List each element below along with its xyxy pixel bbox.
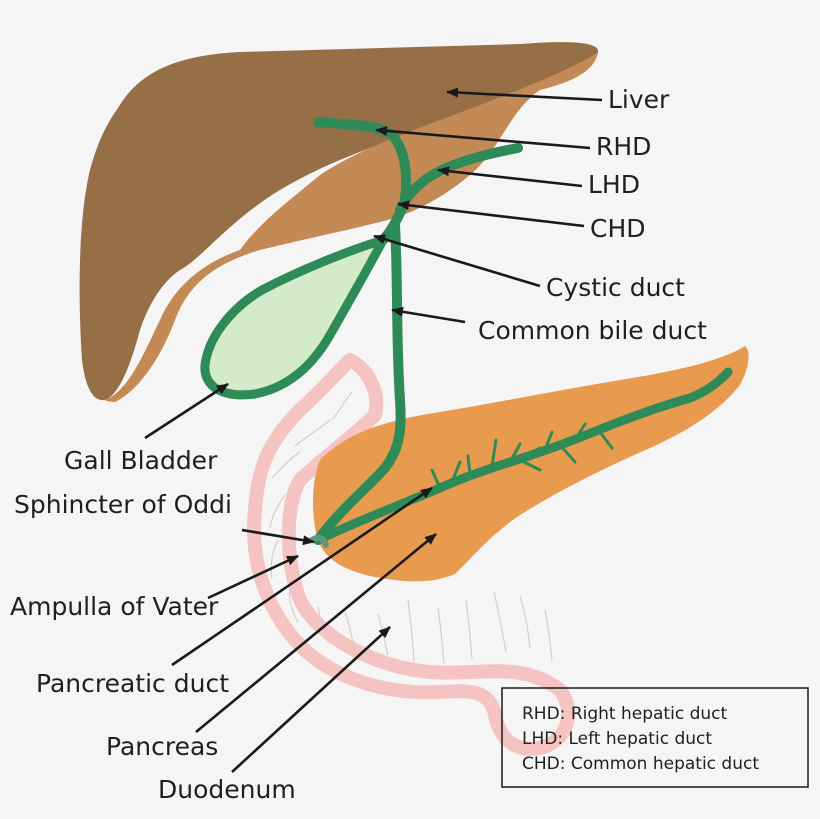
arrow-sphincter (241, 528, 315, 546)
label-common-bile-duct: Common bile duct (478, 316, 707, 345)
arrow-lhd (437, 166, 583, 188)
arrow-liver (446, 87, 603, 102)
pancreas (313, 346, 749, 582)
arrow-cystic-duct (373, 234, 541, 288)
label-gall-bladder: Gall Bladder (64, 446, 218, 475)
label-chd: CHD (590, 214, 646, 243)
gallbladder (200, 235, 388, 400)
legend-item-lhd: LHD: Left hepatic duct (522, 729, 712, 749)
labels: Liver RHD LHD CHD Cystic duct Common bil… (10, 85, 707, 804)
label-rhd: RHD (596, 132, 651, 161)
legend-box (501, 687, 809, 788)
common-bile-duct (313, 220, 406, 545)
pancreatic-duct (313, 367, 733, 545)
legend-item-rhd: RHD: Right hepatic duct (522, 704, 727, 724)
arrow-duodenum (231, 626, 391, 773)
label-lhd: LHD (588, 170, 640, 199)
arrow-ampulla (207, 554, 299, 600)
pancreas-body (313, 346, 749, 582)
duodenum (247, 353, 576, 756)
label-ampulla: Ampulla of Vater (10, 592, 219, 621)
label-sphincter: Sphincter of Oddi (14, 490, 232, 519)
duodenum-folds (269, 391, 553, 665)
label-duodenum: Duodenum (158, 775, 296, 804)
label-cystic-duct: Cystic duct (546, 273, 685, 302)
arrow-pancreas (195, 532, 437, 734)
arrow-gall-bladder (144, 382, 229, 440)
arrow-common-bile-duct (391, 306, 466, 324)
arrow-rhd (375, 125, 591, 150)
legend-item-chd: CHD: Common hepatic duct (522, 754, 759, 774)
duodenum-outline (247, 353, 576, 756)
label-pancreatic-duct: Pancreatic duct (36, 669, 229, 698)
legend: RHD: Right hepatic duct LHD: Left hepati… (501, 687, 809, 788)
right-hepatic-duct (313, 117, 412, 205)
arrow-pancreatic-duct (171, 486, 433, 667)
arrow-chd (397, 200, 585, 228)
liver-dark-lobe (79, 42, 599, 401)
label-liver: Liver (608, 85, 670, 114)
label-pancreas: Pancreas (106, 732, 218, 761)
pancreatic-duct-branches (430, 420, 614, 490)
pointer-arrows (144, 87, 603, 773)
